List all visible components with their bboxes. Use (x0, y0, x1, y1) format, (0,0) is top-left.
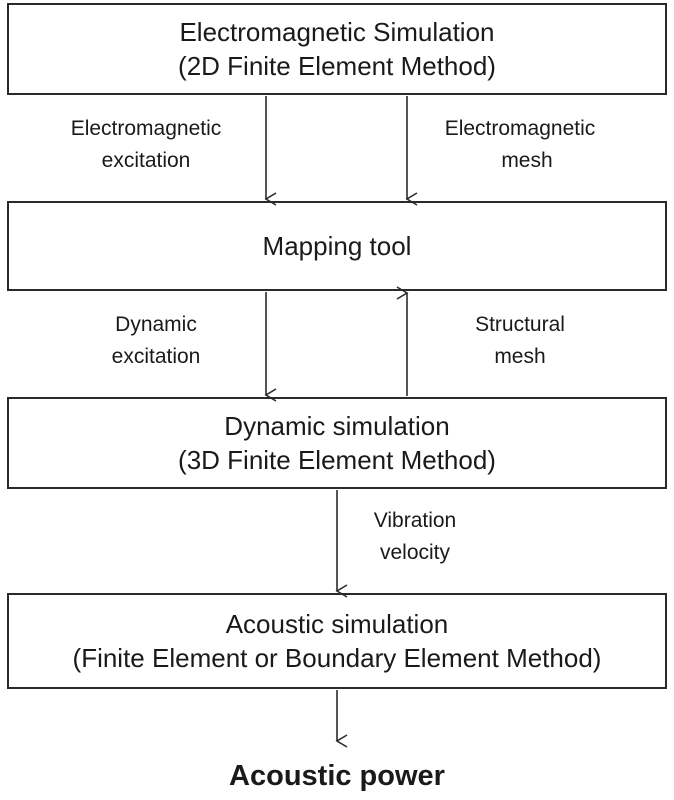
label-line: Electromagnetic (70, 117, 222, 140)
label-line: excitation (101, 149, 191, 172)
label-line: velocity (379, 541, 451, 564)
dyn-sim-title: Dynamic simulation (224, 411, 450, 441)
label-electromagnetic-mesh: Electromagnetic mesh (410, 113, 630, 177)
label-line: mesh (494, 345, 546, 368)
electromagnetic-simulation-box: Electromagnetic Simulation (2D Finite El… (7, 3, 667, 95)
acoustic-power-output: Acoustic power (229, 760, 445, 792)
ac-sim-title: Acoustic simulation (225, 609, 449, 639)
mapping-tool-title: Mapping tool (262, 231, 412, 261)
label-electromagnetic-excitation: Electromagnetic excitation (40, 113, 252, 177)
em-sim-title: Electromagnetic Simulation (179, 17, 495, 47)
mapping-tool-box: Mapping tool (7, 201, 667, 291)
label-line: Structural (475, 313, 565, 336)
label-dynamic-excitation: Dynamic excitation (62, 309, 250, 373)
ac-sim-method: (Finite Element or Boundary Element Meth… (72, 643, 602, 673)
label-structural-mesh: Structural mesh (430, 309, 610, 373)
label-vibration-velocity: Vibration velocity (325, 505, 505, 569)
label-line: Electromagnetic (444, 117, 596, 140)
acoustic-simulation-box: Acoustic simulation (Finite Element or B… (7, 593, 667, 689)
label-line: excitation (111, 345, 201, 368)
em-sim-method: (2D Finite Element Method) (178, 51, 496, 81)
label-line: Vibration (373, 509, 457, 532)
label-line: Dynamic (115, 313, 197, 336)
label-line: mesh (501, 149, 553, 172)
dyn-sim-method: (3D Finite Element Method) (178, 445, 496, 475)
dynamic-simulation-box: Dynamic simulation (3D Finite Element Me… (7, 397, 667, 489)
